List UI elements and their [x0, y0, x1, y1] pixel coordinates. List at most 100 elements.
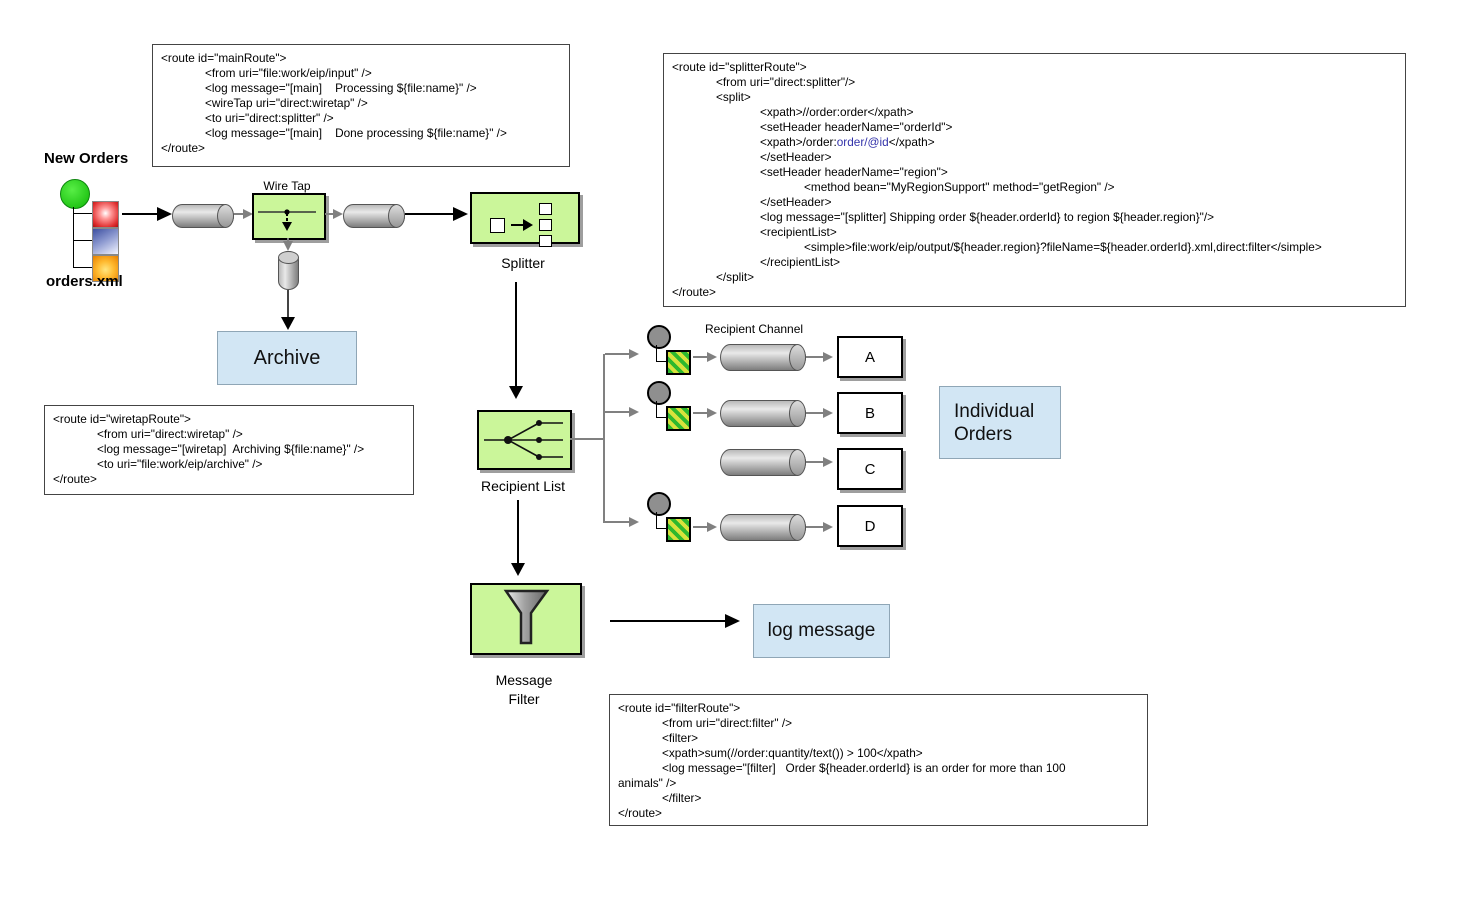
- channel-cylinder: [720, 344, 806, 371]
- recipient-c-label: C: [864, 460, 876, 478]
- recipient-b-node: B: [837, 392, 903, 434]
- code-line: </split>: [716, 270, 755, 284]
- arrow-east-icon: [823, 522, 833, 532]
- wire-tap-icon: [258, 209, 316, 231]
- code-box-filter-route: <route id="filterRoute"><from uri="direc…: [609, 694, 1148, 826]
- log-message-label: log message: [767, 620, 876, 641]
- code-line: <route id="mainRoute">: [161, 51, 287, 65]
- recipient-channel-label: Recipient Channel: [705, 322, 804, 336]
- archive-label: Archive: [253, 346, 321, 369]
- arrow-east-icon: [157, 207, 172, 221]
- channel-cylinder: [720, 449, 806, 476]
- order-tree-branch: [73, 267, 92, 268]
- code-line: <log message="[filter] Order ${header.or…: [662, 761, 1066, 775]
- code-line: <filter>: [662, 731, 699, 745]
- code-line: <from uri="direct:wiretap" />: [97, 427, 243, 441]
- log-message-node: log message: [753, 604, 890, 658]
- arrow-east-icon: [243, 209, 253, 219]
- channel-cylinder: [343, 204, 405, 228]
- code-line: </route>: [618, 806, 662, 820]
- order-item-orange-icon: [92, 255, 119, 282]
- order-tree-branch: [73, 240, 92, 241]
- funnel-icon: [503, 589, 550, 645]
- connector-line: [693, 356, 708, 358]
- arrow-east-icon: [707, 352, 717, 362]
- code-line: <split>: [716, 90, 751, 104]
- arrow-east-icon: [333, 209, 343, 219]
- code-line: <route id="wiretapRoute">: [53, 412, 191, 426]
- code-line: <from uri="direct:splitter"/>: [716, 75, 856, 89]
- code-line: <xpath>sum(//order:quantity/text()) > 10…: [662, 746, 923, 760]
- code-line: <xpath>/order:order/@id</xpath>: [760, 135, 935, 149]
- channel-cylinder: [720, 514, 806, 541]
- connector-line: [517, 500, 519, 563]
- channel-cylinder: [720, 400, 806, 427]
- code-line: <wireTap uri="direct:wiretap" />: [205, 96, 368, 110]
- code-line: </route>: [161, 141, 205, 155]
- code-line: <to uri="direct:splitter" />: [205, 111, 334, 125]
- recipient-list-node: [477, 410, 572, 470]
- splitter-label: Splitter: [501, 255, 545, 271]
- arrow-east-icon: [823, 352, 833, 362]
- order-item-red-icon: [92, 201, 119, 228]
- wire-tap-label: Wire Tap: [263, 179, 311, 193]
- connector-line: [287, 238, 289, 242]
- connector-line: [656, 417, 666, 418]
- new-orders-label: New Orders: [44, 150, 129, 167]
- connector-line: [806, 526, 824, 528]
- arrow-east-icon: [823, 408, 833, 418]
- code-line: <xpath>//order:order</xpath>: [760, 105, 914, 119]
- code-line: </route>: [672, 285, 716, 299]
- connector-line: [610, 620, 726, 622]
- connector-line: [806, 461, 824, 463]
- arrow-east-icon: [629, 407, 639, 417]
- connector-line: [656, 528, 666, 529]
- new-orders-endpoint-icon: [60, 179, 90, 209]
- recipient-endpoint-icon: [647, 325, 671, 349]
- connector-line: [287, 290, 289, 317]
- arrow-east-icon: [725, 614, 740, 628]
- arrow-east-icon: [629, 349, 639, 359]
- archive-node: Archive: [217, 331, 357, 385]
- code-line: <log message="[main] Processing ${file:n…: [205, 81, 477, 95]
- code-line: </filter>: [662, 791, 702, 805]
- code-box-splitter-route: <route id="splitterRoute"><from uri="dir…: [663, 53, 1406, 307]
- arrow-east-icon: [707, 408, 717, 418]
- code-line: <setHeader headerName="orderId">: [760, 120, 953, 134]
- recipient-a-label: A: [864, 348, 875, 366]
- connector-line: [605, 353, 630, 355]
- channel-cylinder-vertical: [278, 251, 299, 290]
- arrow-south-icon: [509, 386, 523, 399]
- connector-line: [656, 401, 657, 418]
- code-line: <log message="[main] Done processing ${f…: [205, 126, 507, 140]
- code-box-main-route: <route id="mainRoute"><from uri="file:wo…: [152, 44, 570, 167]
- arrow-east-icon: [453, 207, 468, 221]
- recipient-endpoint-icon: [647, 492, 671, 516]
- connector-line: [806, 412, 824, 414]
- recipient-list-icon: [484, 420, 563, 460]
- recipient-d-node: D: [837, 505, 903, 547]
- code-line: <route id="filterRoute">: [618, 701, 741, 715]
- arrow-east-icon: [629, 517, 639, 527]
- splitter-node: [470, 192, 580, 247]
- order-tree-trunk: [73, 207, 74, 268]
- individual-orders-node: Individual Orders: [939, 386, 1061, 459]
- code-line: <setHeader headerName="region">: [760, 165, 948, 179]
- connector-line: [234, 213, 244, 215]
- recipient-list-label: Recipient List: [480, 478, 566, 494]
- code-line: <from uri="direct:filter" />: [662, 716, 792, 730]
- individual-orders-label: Individual Orders: [954, 400, 1035, 445]
- recipient-c-node: C: [837, 448, 903, 490]
- order-item-blue-icon: [92, 228, 119, 255]
- code-line: <log message="[wiretap] Archiving ${file…: [97, 442, 365, 456]
- recipient-d-label: D: [864, 517, 876, 535]
- recipient-a-node: A: [837, 336, 903, 378]
- code-line: </route>: [53, 472, 97, 486]
- connector-line: [515, 282, 517, 386]
- connector-line: [656, 361, 666, 362]
- connector-line: [122, 213, 159, 215]
- recipient-marker-icon: [666, 517, 691, 542]
- connector-line: [325, 213, 334, 215]
- splitter-icon: [490, 203, 552, 247]
